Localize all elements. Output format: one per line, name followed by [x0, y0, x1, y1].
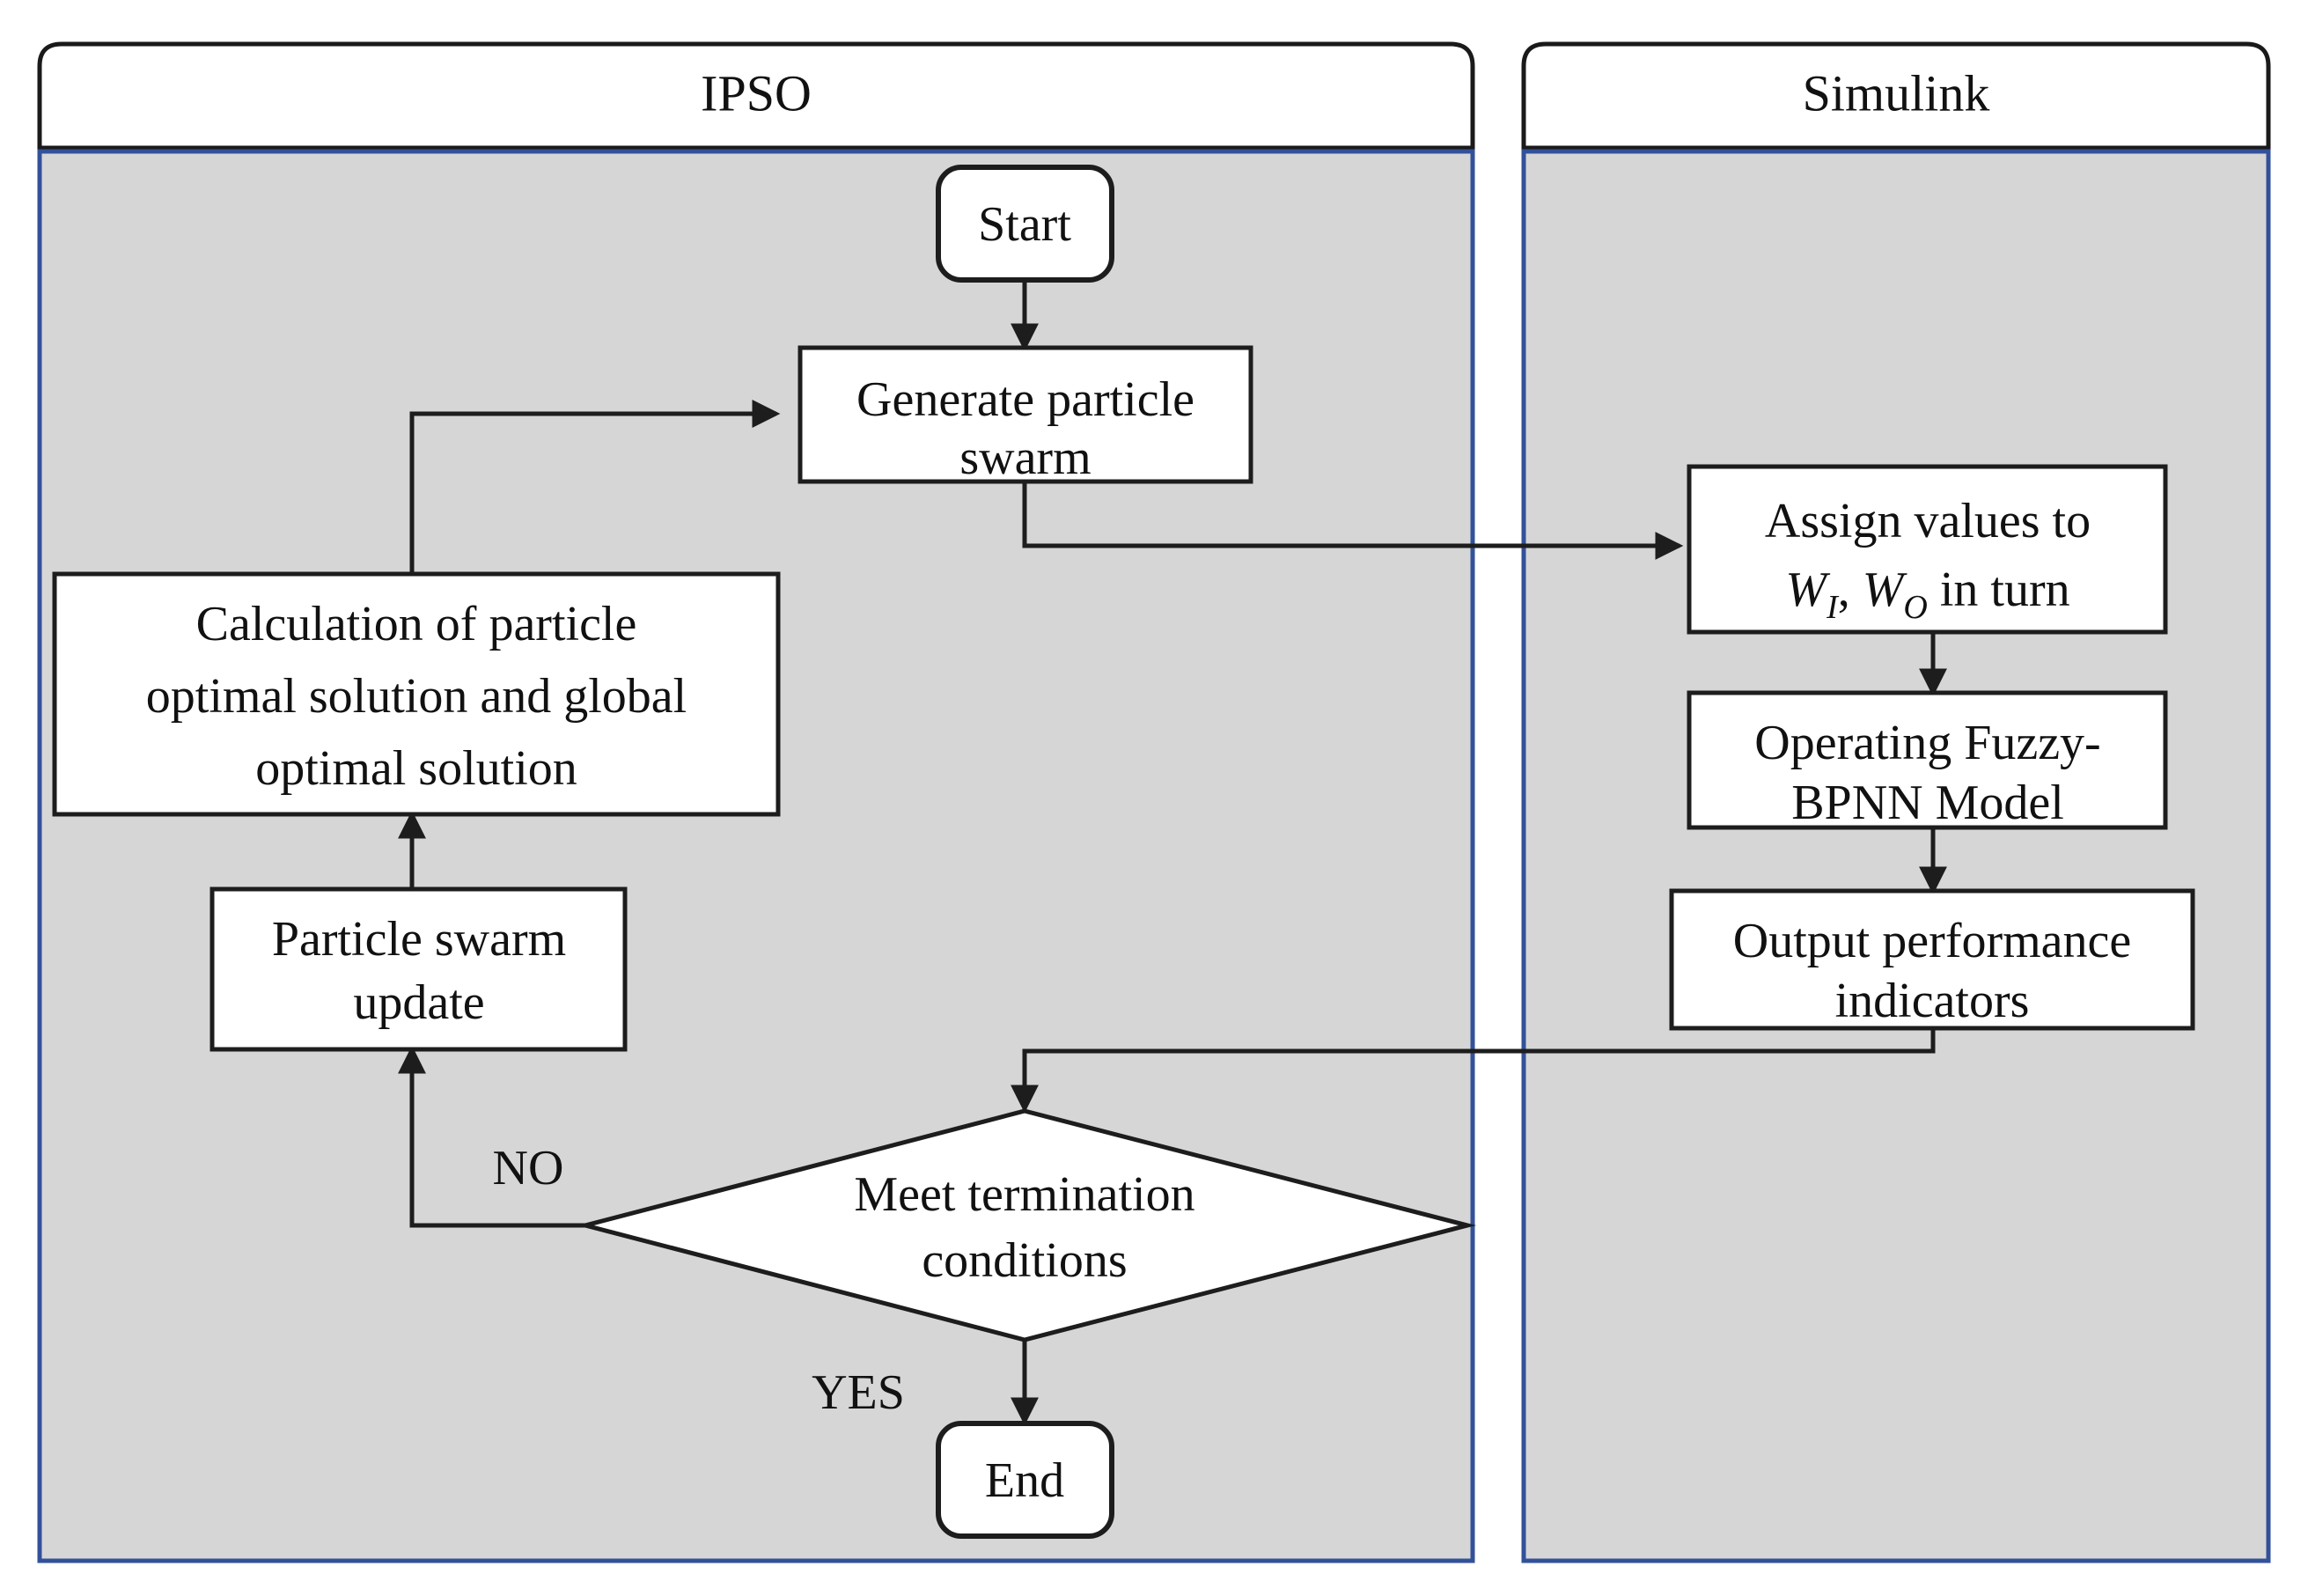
node-output-shape[interactable] — [1669, 888, 2195, 1031]
edge-decision-to-update — [397, 1045, 585, 1228]
node-meet-termination-conditions[interactable]: Meet termination conditions — [577, 1108, 1476, 1342]
node-assign-shape[interactable] — [1687, 464, 2168, 635]
panel-simulink-body — [1521, 149, 2271, 1563]
panel-ipso-header — [37, 41, 1475, 151]
edges-layer — [397, 280, 1948, 1426]
panel-simulink: Simulink — [1521, 41, 2271, 1563]
edge-generate-to-assign — [1022, 482, 1684, 561]
panel-simulink-title: Simulink — [1803, 64, 1990, 121]
node-generate-shape[interactable] — [798, 345, 1253, 484]
node-end-shape[interactable] — [936, 1421, 1114, 1539]
node-calculation-shape[interactable] — [52, 571, 781, 817]
node-end-label: End — [985, 1453, 1064, 1508]
panel-ipso-title: IPSO — [701, 64, 812, 121]
node-start-shape[interactable] — [936, 165, 1114, 283]
node-decision-label-line1: Meet termination — [854, 1167, 1194, 1222]
edge-calculation-to-generate — [409, 399, 781, 574]
assign-w1-symbol: W — [1785, 563, 1830, 617]
node-output-label-line2: indicators — [1835, 974, 2030, 1028]
node-calculation-label-line3: optimal solution — [255, 741, 577, 796]
node-output-label-line1: Output performance — [1733, 914, 2131, 968]
assign-comma: , — [1838, 563, 1863, 617]
node-assign-label-line1: Assign values to — [1765, 494, 2091, 548]
node-generate-particle-swarm[interactable]: Generate particle swarm — [798, 345, 1253, 485]
node-operating-fuzzy-bpnn-model[interactable]: Operating Fuzzy- BPNN Model — [1687, 690, 2168, 830]
assign-w2-subscript: O — [1903, 589, 1927, 626]
node-output-performance-indicators[interactable]: Output performance indicators — [1669, 888, 2195, 1031]
node-particle-swarm-update[interactable]: Particle swarm update — [209, 886, 628, 1052]
node-start[interactable]: Start — [936, 165, 1114, 283]
node-update-label-line1: Particle swarm — [272, 912, 566, 967]
node-fuzzy-label-line1: Operating Fuzzy- — [1754, 716, 2100, 770]
node-assign-values[interactable]: Assign values to WI, WO in turn — [1687, 464, 2168, 635]
panel-ipso-body — [37, 149, 1475, 1563]
node-calculation[interactable]: Calculation of particle optimal solution… — [52, 571, 781, 817]
node-update-label-line2: update — [353, 975, 484, 1030]
node-calculation-label-line1: Calculation of particle — [196, 597, 637, 651]
assign-w1-subscript: I — [1826, 589, 1840, 626]
panel-simulink-header — [1521, 41, 2271, 151]
node-fuzzy-shape[interactable] — [1687, 690, 2168, 830]
node-generate-label-line1: Generate particle — [856, 372, 1194, 427]
node-calculation-label-line2: optimal solution and global — [146, 669, 687, 724]
edge-label-no: NO — [493, 1141, 564, 1195]
edge-label-yes: YES — [812, 1365, 905, 1420]
node-decision-label-line2: conditions — [922, 1233, 1127, 1288]
edge-output-to-decision — [1010, 1028, 1936, 1114]
node-end[interactable]: End — [936, 1421, 1114, 1539]
node-decision-shape[interactable] — [577, 1108, 1476, 1342]
node-generate-label-line2: swarm — [959, 430, 1091, 485]
assign-tail-text: in turn — [1928, 563, 2070, 617]
node-fuzzy-label-line2: BPNN Model — [1791, 776, 2064, 830]
assign-w2-symbol: W — [1863, 563, 1907, 617]
node-update-shape[interactable] — [209, 886, 628, 1052]
node-start-label: Start — [978, 197, 1071, 252]
node-assign-label-line2: WI, WO in turn — [1785, 563, 2069, 626]
